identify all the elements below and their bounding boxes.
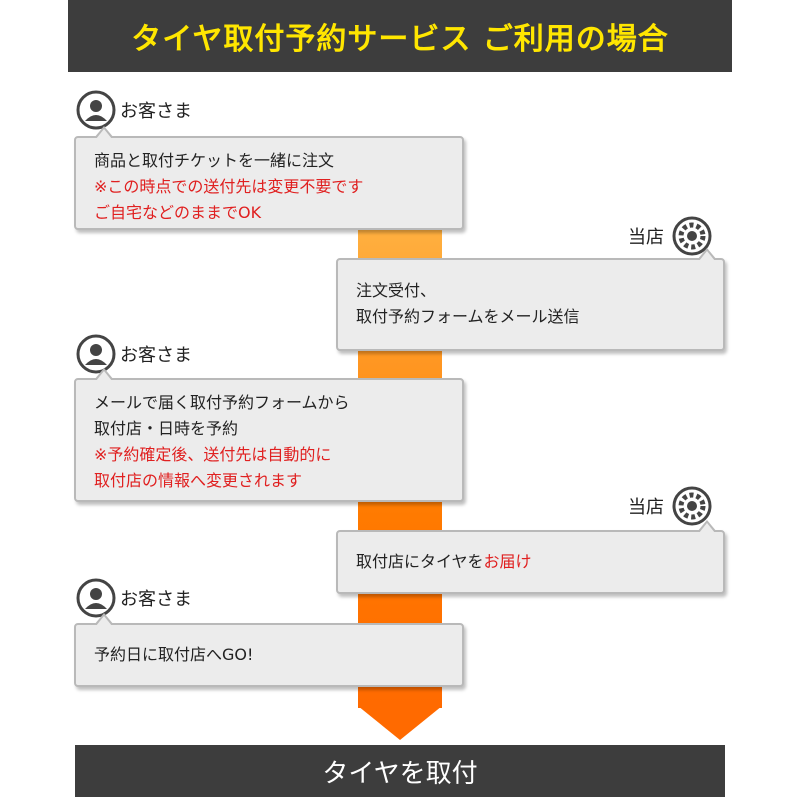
step-text: 取付予約フォームをメール送信	[356, 307, 580, 326]
tire-icon	[672, 216, 712, 256]
step-text: メールで届く取付予約フォームから	[94, 393, 350, 412]
page-title: タイヤ取付予約サービス ご利用の場合	[68, 0, 732, 72]
store-label-1: 当店	[628, 216, 712, 256]
step-text-plain: 取付店にタイヤを	[356, 552, 484, 571]
tire-icon	[672, 486, 712, 526]
step-note: ご自宅などのままでOK	[94, 203, 262, 222]
step-note: 取付店の情報へ変更されます	[94, 471, 303, 490]
actor-name: お客さま	[120, 101, 192, 122]
step-box-2: 注文受付、 取付予約フォームをメール送信	[336, 248, 725, 351]
person-icon	[76, 90, 116, 130]
step-note: ※この時点での送付先は変更不要です	[94, 177, 364, 196]
flow-arrow-head	[358, 706, 442, 740]
step-text: 取付店・日時を予約	[94, 419, 239, 438]
actor-name: お客さま	[120, 345, 192, 366]
actor-name: お客さま	[120, 589, 192, 610]
customer-label-1: お客さま	[76, 90, 192, 130]
step-note: ※予約確定後、送付先は自動的に	[94, 445, 332, 464]
step-box-4: 取付店にタイヤをお届け	[336, 520, 725, 594]
actor-name: 当店	[628, 497, 664, 518]
step-text: 取付店にタイヤをお届け	[356, 549, 707, 575]
final-step-banner: タイヤを取付	[75, 745, 725, 797]
step-text: 注文受付、	[356, 281, 437, 300]
store-label-2: 当店	[628, 486, 712, 526]
step-text: 予約日に取付店へGO!	[94, 645, 254, 664]
actor-name: 当店	[628, 227, 664, 248]
customer-label-3: お客さま	[76, 578, 192, 618]
customer-label-2: お客さま	[76, 334, 192, 374]
step-box-3: メールで届く取付予約フォームから 取付店・日時を予約 ※予約確定後、送付先は自動…	[74, 368, 464, 502]
step-box-1: 商品と取付チケットを一緒に注文 ※この時点での送付先は変更不要です ご自宅などの…	[74, 126, 464, 230]
step-box-5: 予約日に取付店へGO!	[74, 613, 464, 687]
step-text-highlight: お届け	[483, 552, 532, 571]
step-text: 商品と取付チケットを一緒に注文	[94, 151, 335, 170]
person-icon	[76, 578, 116, 618]
